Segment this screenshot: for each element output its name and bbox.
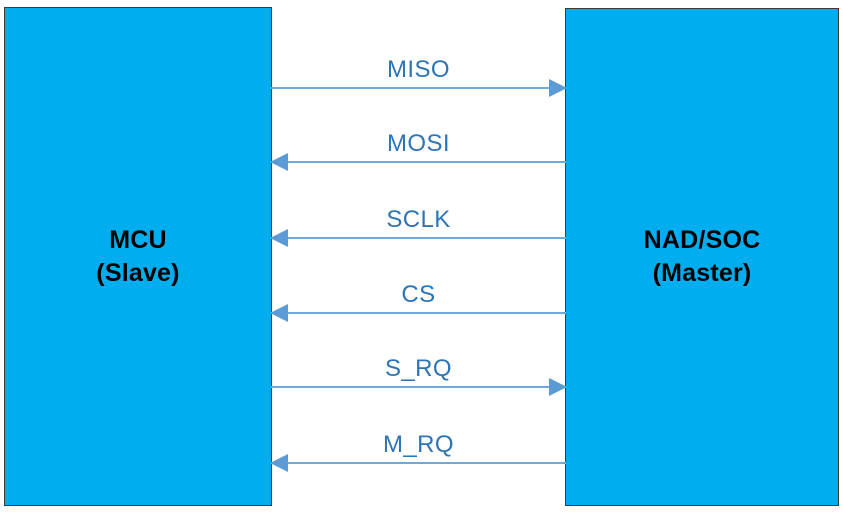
- signal-cs-label: CS: [401, 281, 436, 308]
- signal-s-rq-line: [271, 386, 566, 388]
- arrow-left-icon: [270, 304, 288, 322]
- arrow-left-icon: [270, 229, 288, 247]
- signal-miso-line: [271, 87, 566, 89]
- signal-m-rq-line: [271, 462, 566, 464]
- signal-s-rq-label: S_RQ: [385, 355, 452, 382]
- arrow-right-icon: [549, 378, 567, 396]
- block-nad-soc-role: (Master): [652, 259, 752, 287]
- block-mcu-role: (Slave): [96, 258, 180, 287]
- signal-mosi-label: MOSI: [387, 130, 450, 157]
- block-mcu-title: MCU: [109, 225, 167, 254]
- block-nad-soc-title: NAD/SOC: [643, 226, 761, 254]
- block-nad-soc[interactable]: NAD/SOC (Master): [565, 8, 839, 506]
- signal-sclk-label: SCLK: [386, 206, 451, 233]
- signal-mosi-line: [271, 161, 566, 163]
- arrow-right-icon: [549, 79, 567, 97]
- signal-sclk-line: [271, 237, 566, 239]
- signal-miso-label: MISO: [387, 56, 450, 83]
- arrow-left-icon: [270, 454, 288, 472]
- block-mcu[interactable]: MCU (Slave): [4, 7, 272, 506]
- signal-cs-line: [271, 312, 566, 314]
- arrow-left-icon: [270, 153, 288, 171]
- signal-m-rq-label: M_RQ: [383, 431, 454, 458]
